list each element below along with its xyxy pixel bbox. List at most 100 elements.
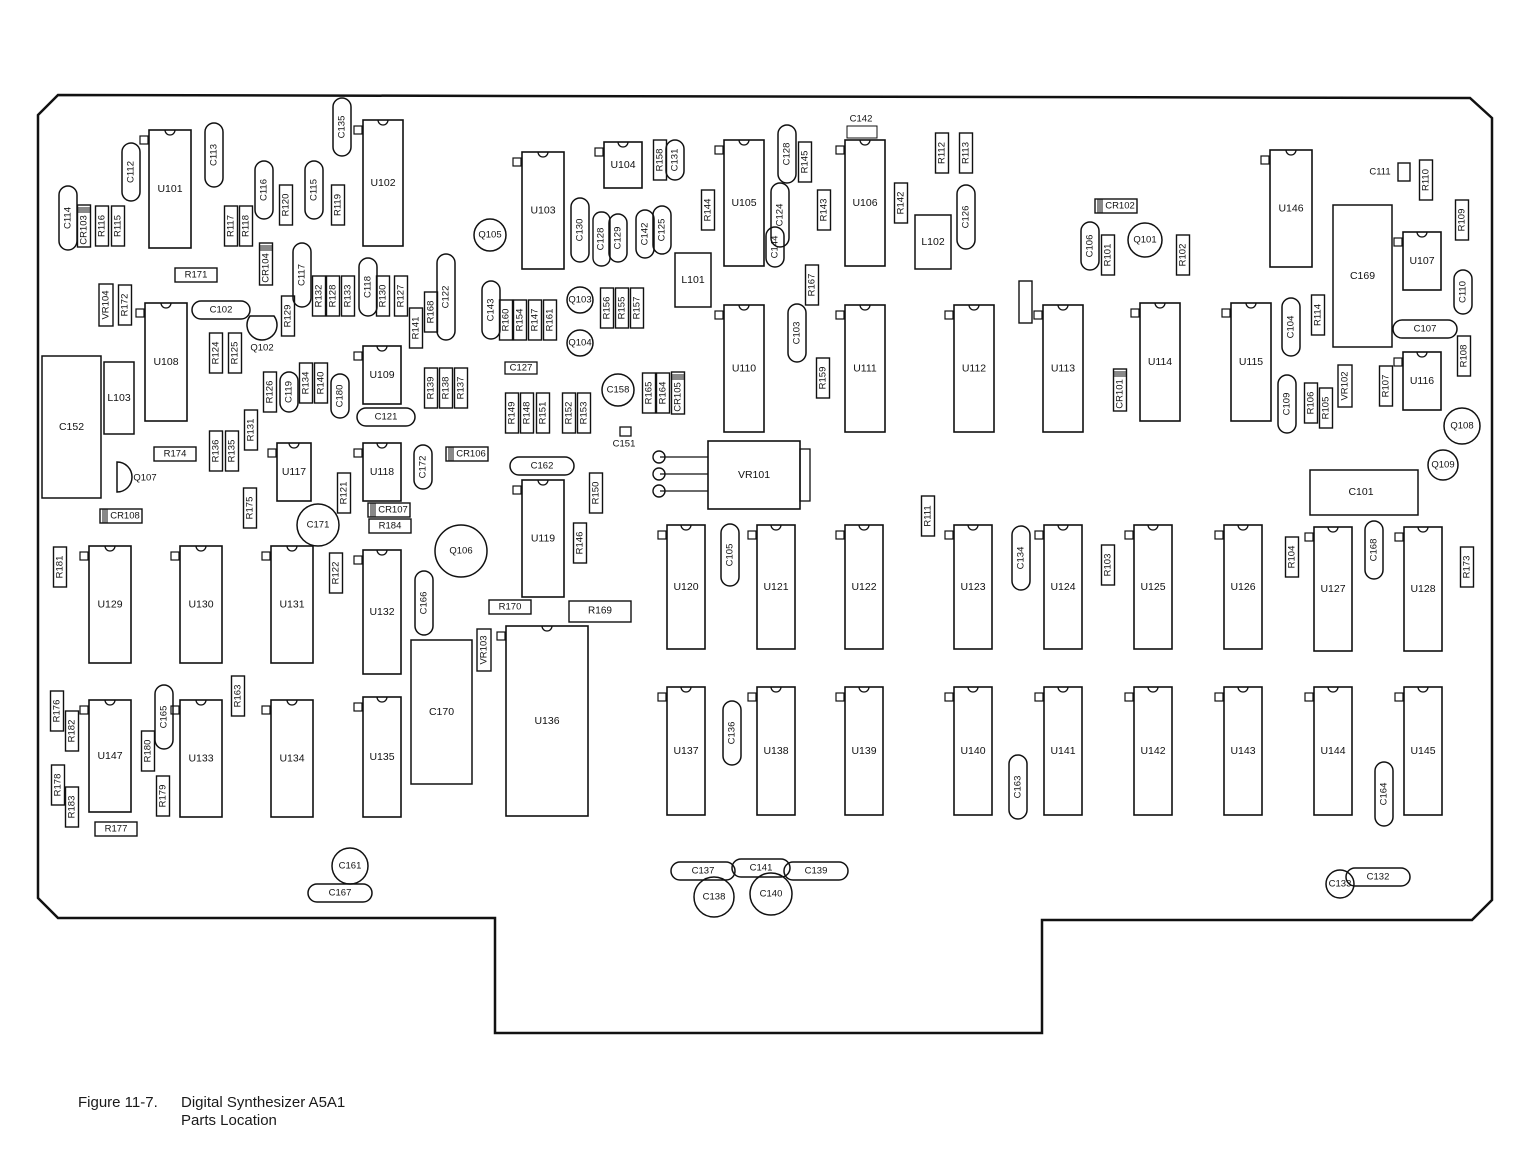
svg-text:C126: C126: [961, 206, 972, 229]
resistor-r141: R141: [408, 307, 424, 349]
capacitor-c122: C122: [436, 253, 456, 341]
svg-text:C117: C117: [297, 264, 308, 286]
svg-text:U104: U104: [610, 159, 635, 171]
svg-text:C139: C139: [805, 866, 828, 877]
resistor-r160: R160: [498, 299, 514, 341]
resistor-r175: R175: [242, 487, 258, 529]
svg-text:R183: R183: [67, 796, 78, 819]
svg-text:R179: R179: [158, 785, 169, 808]
svg-text:C163: C163: [1013, 776, 1024, 799]
svg-text:R122: R122: [331, 562, 342, 585]
capacitor-c125: C125: [652, 205, 672, 255]
svg-text:U133: U133: [188, 753, 213, 765]
resistor-r155: R155: [614, 287, 630, 329]
capacitor-c115: C115: [304, 160, 324, 220]
transistor-q107: Q107: [116, 461, 157, 493]
ic-u139: U139: [835, 686, 884, 816]
svg-text:CR104: CR104: [261, 253, 272, 283]
ic-u130: U130: [170, 545, 223, 664]
svg-text:U132: U132: [369, 606, 394, 618]
resistor-r170: R170: [488, 599, 532, 615]
svg-text:R104: R104: [1287, 546, 1298, 569]
svg-text:Q105: Q105: [478, 230, 501, 241]
resistor-r142: R142: [893, 182, 909, 224]
svg-text:U118: U118: [370, 466, 394, 478]
svg-text:U127: U127: [1320, 583, 1345, 595]
capacitor-c112: C112: [121, 142, 141, 202]
ic-u110: U110: [714, 304, 765, 433]
svg-text:R142: R142: [896, 192, 907, 215]
resistor-r111: R111: [920, 495, 936, 537]
svg-text:C124: C124: [775, 204, 786, 227]
svg-text:C165: C165: [159, 706, 170, 729]
ic-u119: U119: [512, 479, 565, 598]
capacitor-c133: C133: [1325, 869, 1355, 899]
svg-text:R102: R102: [1178, 244, 1189, 267]
svg-text:U129: U129: [97, 599, 122, 611]
ic-u136: U136: [496, 625, 589, 817]
svg-text:R172: R172: [120, 294, 131, 317]
ic-u132: U132: [353, 549, 402, 675]
capacitor-c169: C169: [1332, 204, 1393, 348]
svg-text:R158: R158: [655, 149, 666, 172]
svg-text:U109: U109: [369, 369, 394, 381]
resistor-r133: R133: [340, 275, 356, 317]
capacitor-c114: C114: [58, 185, 78, 251]
svg-text:R140: R140: [316, 372, 327, 395]
svg-text:C113: C113: [209, 144, 220, 166]
svg-text:U116: U116: [1410, 375, 1434, 387]
diode-cr108: CR108: [99, 508, 143, 524]
capacitor-c101: C101: [1309, 469, 1419, 516]
svg-text:U130: U130: [188, 599, 213, 611]
ic-u120: U120: [657, 524, 706, 650]
svg-text:R178: R178: [53, 774, 64, 797]
resistor-r128: R128: [325, 275, 341, 317]
svg-text:C167: C167: [329, 888, 352, 899]
resistor-r136: R136: [208, 430, 224, 472]
svg-text:Q108: Q108: [1450, 421, 1473, 432]
capacitor-c131: C131: [665, 139, 685, 181]
ic-u121: U121: [747, 524, 796, 650]
resistor-r106: R106: [1303, 382, 1319, 424]
svg-text:U103: U103: [530, 205, 555, 217]
capacitor-c128: C128: [592, 211, 611, 267]
svg-text:R146: R146: [575, 532, 586, 555]
svg-text:R177: R177: [105, 824, 128, 835]
svg-text:R107: R107: [1381, 375, 1392, 398]
resistor-r143: R143: [816, 189, 832, 231]
resistor-r121: R121: [336, 472, 352, 514]
ic-u127: U127: [1304, 526, 1353, 652]
svg-text:CR106: CR106: [456, 449, 486, 460]
svg-text:U117: U117: [282, 466, 306, 478]
ic-u102: U102: [353, 119, 404, 247]
svg-text:R105: R105: [1321, 397, 1332, 420]
svg-text:C112: C112: [126, 161, 137, 183]
svg-text:R114: R114: [1313, 304, 1324, 326]
svg-text:U135: U135: [369, 751, 394, 763]
svg-text:CR102: CR102: [1105, 201, 1135, 212]
svg-text:C121: C121: [375, 412, 398, 423]
resistor-r108: R108: [1456, 335, 1472, 377]
svg-text:Q102: Q102: [250, 343, 273, 354]
svg-text:R159: R159: [818, 367, 829, 390]
ic-u134: U134: [261, 699, 314, 818]
resistor-r105: R105: [1318, 387, 1334, 429]
resistor-r114: R114: [1310, 294, 1326, 336]
capacitor-c170: C170: [410, 639, 473, 785]
svg-text:CR103: CR103: [79, 215, 90, 245]
ic-u140: U140: [944, 686, 993, 816]
svg-text:R116: R116: [97, 215, 108, 237]
svg-text:U119: U119: [531, 533, 555, 545]
regulator-vr102: VR102: [1337, 364, 1353, 408]
ic-u112: U112: [944, 304, 995, 433]
svg-text:R182: R182: [67, 720, 78, 743]
resistor-r101: R101: [1100, 234, 1116, 276]
resistor-r179: R179: [155, 775, 171, 817]
svg-text:U145: U145: [1410, 745, 1435, 757]
capacitor-c124: C124: [770, 182, 790, 248]
ic-u146: U146: [1260, 149, 1313, 268]
resistor-r156: R156: [599, 287, 615, 329]
diode-cr107: CR107: [367, 502, 411, 518]
svg-text:VR102: VR102: [1340, 371, 1351, 400]
transistor-q109: Q109: [1427, 449, 1459, 481]
